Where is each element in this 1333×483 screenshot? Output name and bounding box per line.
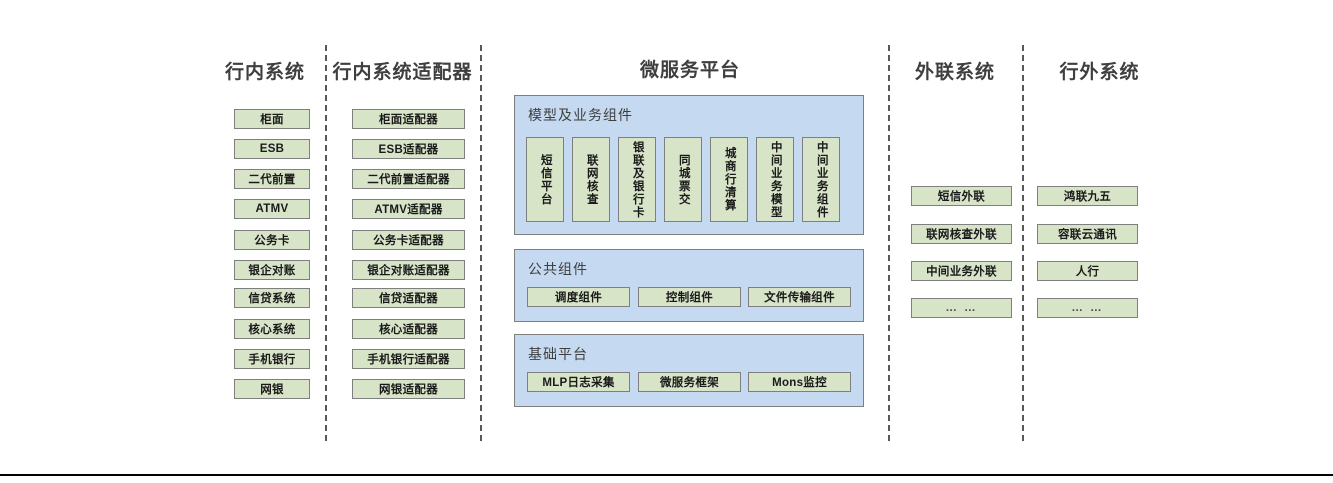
node-in-bank-1[interactable]: ESB — [234, 139, 310, 159]
node-adapter-4[interactable]: 公务卡适配器 — [352, 230, 465, 250]
node-base-0[interactable]: MLP日志采集 — [527, 372, 630, 392]
panel-base-platform: 基础平台 — [514, 334, 864, 407]
node-adapter-9[interactable]: 网银适配器 — [352, 379, 465, 399]
node-in-bank-3[interactable]: ATMV — [234, 199, 310, 219]
node-in-bank-7[interactable]: 核心系统 — [234, 319, 310, 339]
node-adapter-1[interactable]: ESB适配器 — [352, 139, 465, 159]
column-header-in-bank-systems: 行内系统 — [224, 62, 305, 83]
page-bottom-rule — [0, 474, 1333, 476]
node-in-bank-6[interactable]: 信贷系统 — [234, 288, 310, 308]
column-header-off-bank-systems: 行外系统 — [1059, 62, 1140, 83]
node-adapter-5[interactable]: 银企对账适配器 — [352, 260, 465, 280]
panel-title-public-components: 公共组件 — [528, 261, 588, 277]
node-model-1[interactable]: 联网核查 — [572, 137, 610, 222]
node-in-bank-0[interactable]: 柜面 — [234, 109, 310, 129]
node-adapter-8[interactable]: 手机银行适配器 — [352, 349, 465, 369]
panel-title-base-platform: 基础平台 — [528, 346, 588, 362]
column-divider-2 — [480, 45, 482, 441]
node-external-1[interactable]: 联网核查外联 — [911, 224, 1012, 244]
node-in-bank-5[interactable]: 银企对账 — [234, 260, 310, 280]
column-header-external-link-systems: 外联系统 — [914, 62, 995, 83]
node-adapter-3[interactable]: ATMV适配器 — [352, 199, 465, 219]
node-in-bank-4[interactable]: 公务卡 — [234, 230, 310, 250]
node-in-bank-9[interactable]: 网银 — [234, 379, 310, 399]
node-public-1[interactable]: 控制组件 — [638, 287, 741, 307]
node-base-2[interactable]: Mons监控 — [748, 372, 851, 392]
node-adapter-2[interactable]: 二代前置适配器 — [352, 169, 465, 189]
column-divider-3 — [888, 45, 890, 441]
node-base-1[interactable]: 微服务框架 — [638, 372, 741, 392]
node-public-0[interactable]: 调度组件 — [527, 287, 630, 307]
node-adapter-7[interactable]: 核心适配器 — [352, 319, 465, 339]
column-divider-4 — [1022, 45, 1024, 441]
node-external-2[interactable]: 中间业务外联 — [911, 261, 1012, 281]
node-external-0[interactable]: 短信外联 — [911, 186, 1012, 206]
column-header-microservice-platform: 微服务平台 — [639, 60, 740, 81]
node-model-0[interactable]: 短信平台 — [526, 137, 564, 222]
node-adapter-0[interactable]: 柜面适配器 — [352, 109, 465, 129]
node-offbank-0[interactable]: 鸿联九五 — [1037, 186, 1138, 206]
column-divider-1 — [325, 45, 327, 441]
node-offbank-2[interactable]: 人行 — [1037, 261, 1138, 281]
node-adapter-6[interactable]: 信贷适配器 — [352, 288, 465, 308]
column-header-in-bank-adapters: 行内系统适配器 — [332, 62, 473, 83]
node-offbank-1[interactable]: 容联云通讯 — [1037, 224, 1138, 244]
node-model-4[interactable]: 城商行清算 — [710, 137, 748, 222]
node-model-5[interactable]: 中间业务模型 — [756, 137, 794, 222]
node-external-3[interactable]: … … — [911, 298, 1012, 318]
node-model-3[interactable]: 同城票交 — [664, 137, 702, 222]
node-in-bank-2[interactable]: 二代前置 — [234, 169, 310, 189]
node-in-bank-8[interactable]: 手机银行 — [234, 349, 310, 369]
node-public-2[interactable]: 文件传输组件 — [748, 287, 851, 307]
node-offbank-3[interactable]: … … — [1037, 298, 1138, 318]
panel-title-model-business-components: 模型及业务组件 — [528, 107, 633, 123]
node-model-2[interactable]: 银联及银行卡 — [618, 137, 656, 222]
panel-public-components: 公共组件 — [514, 249, 864, 322]
node-model-6[interactable]: 中间业务组件 — [802, 137, 840, 222]
